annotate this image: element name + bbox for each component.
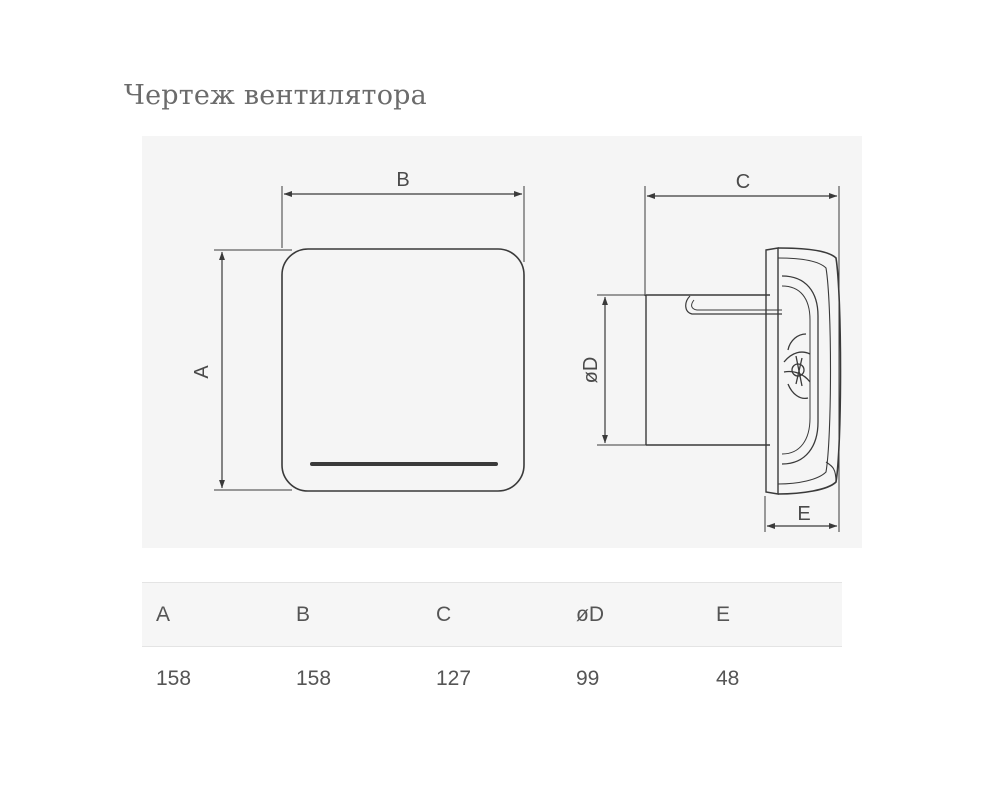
page-title: Чертеж вентилятора [124,80,427,111]
motor-rod-inner [691,299,782,311]
front-cover-lip [825,461,837,483]
label-b: B [396,169,409,191]
table-cell-d: 99 [576,667,600,690]
impeller-housing-inner [781,285,811,455]
table-cell-e: 48 [716,667,740,690]
fan-drawing: B A C øD E [142,136,862,548]
table-header-row: A B C øD E [142,582,842,647]
front-cover-inner [777,257,832,485]
front-cover-outer [777,247,842,495]
label-a: A [191,365,213,379]
impeller-blades [783,333,811,400]
table-header-d: øD [576,602,604,626]
table-header-e: E [716,602,731,626]
motor-rod [685,295,782,315]
label-c: C [736,171,750,193]
front-view [214,186,525,492]
front-panel-outline [281,248,525,492]
label-e: E [797,503,810,525]
back-plate [765,247,779,495]
impeller-housing [781,275,819,465]
table-header-c: C [436,602,452,626]
dimensions-table: A B C øD E 158 158 127 99 48 [142,582,842,711]
duct-spigot [645,294,770,446]
table-header-b: B [296,602,311,626]
table-cell-a: 158 [156,667,192,690]
table-cell-c: 127 [436,667,472,690]
table-cell-b: 158 [296,667,332,690]
side-view [597,186,842,532]
table-row: 158 158 127 99 48 [142,647,842,712]
label-d: øD [580,357,602,384]
table-header-a: A [156,602,171,626]
